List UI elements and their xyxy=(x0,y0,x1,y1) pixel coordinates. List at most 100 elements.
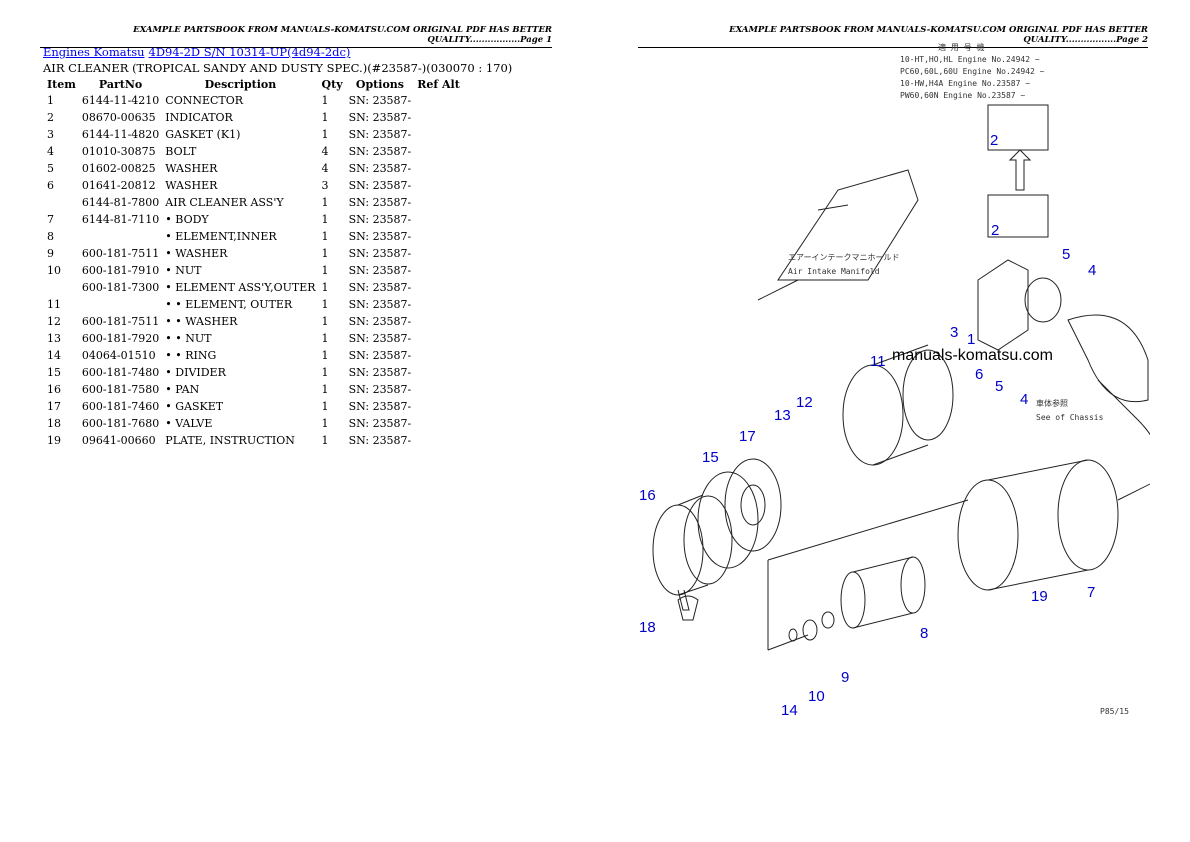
callout-2: 2 xyxy=(990,132,998,149)
options-cell: SN: 23587- xyxy=(348,94,412,107)
column-header: Description xyxy=(204,78,277,91)
options-cell: SN: 23587- xyxy=(348,145,412,158)
qty-cell: 1 xyxy=(321,94,329,107)
qty-cell: 1 xyxy=(321,383,329,396)
callout-19: 19 xyxy=(1031,588,1048,605)
qty-cell: 1 xyxy=(321,196,329,209)
description-cell: • • RING xyxy=(165,349,217,362)
breadcrumb-link-engines[interactable]: Engines Komatsu xyxy=(43,45,145,59)
description-cell: • GASKET xyxy=(165,400,224,413)
item-cell: 5 xyxy=(47,162,54,175)
partno-cell: 04064-01510 xyxy=(81,349,156,362)
breadcrumb-link-model[interactable]: 4D94-2D S/N 10314-UP(4d94-2dc) xyxy=(148,45,351,59)
qty-cell: 1 xyxy=(321,349,329,362)
refalt-cell xyxy=(414,279,463,296)
description-cell: CONNECTOR xyxy=(165,94,244,107)
options-cell: SN: 23587- xyxy=(348,298,412,311)
description-cell: • • WASHER xyxy=(165,315,238,328)
description-cell: • ELEMENT ASS'Y,OUTER xyxy=(165,281,316,294)
item-cell xyxy=(44,194,79,211)
item-cell: 17 xyxy=(47,400,61,413)
item-cell: 12 xyxy=(47,315,61,328)
callout-17: 17 xyxy=(739,428,756,445)
partno-cell: 01641-20812 xyxy=(81,179,156,192)
qty-cell: 1 xyxy=(321,281,329,294)
partno-cell: 600-181-7920 xyxy=(81,332,160,345)
item-cell: 11 xyxy=(47,298,61,311)
refalt-cell xyxy=(414,109,463,126)
column-header: PartNo xyxy=(98,78,143,91)
column-header: Qty xyxy=(321,78,343,91)
description-cell: • VALVE xyxy=(165,417,213,430)
partno-cell: 01010-30875 xyxy=(81,145,156,158)
partno-cell: 6144-11-4210 xyxy=(81,94,160,107)
partno-cell: 6144-11-4820 xyxy=(81,128,160,141)
qty-cell: 1 xyxy=(321,400,329,413)
column-header: Options xyxy=(355,78,404,91)
refalt-cell xyxy=(414,398,463,415)
watermark: manuals-komatsu.com xyxy=(892,347,1053,364)
parts-diagram: 適 用 号 機10-HT,HO,HL Engine No.24942 ~PC60… xyxy=(639,42,1150,719)
partno-cell: 600-181-7680 xyxy=(81,417,160,430)
item-cell xyxy=(44,279,79,296)
callout-5: 5 xyxy=(995,378,1003,395)
description-cell: WASHER xyxy=(165,179,218,192)
callout-14: 14 xyxy=(781,702,798,719)
intake-label-jp: エアーインテークマニホールド xyxy=(788,253,900,262)
options-cell: SN: 23587- xyxy=(348,230,412,243)
partno-cell: 600-181-7910 xyxy=(81,264,160,277)
callout-6: 6 xyxy=(975,366,983,383)
partno-cell: 600-181-7511 xyxy=(81,315,160,328)
description-cell: AIR CLEANER ASS'Y xyxy=(165,196,284,209)
qty-cell: 1 xyxy=(321,298,329,311)
item-cell: 13 xyxy=(47,332,61,345)
options-cell: SN: 23587- xyxy=(348,111,412,124)
item-cell: 18 xyxy=(47,417,61,430)
callout-16: 16 xyxy=(639,487,656,504)
refalt-cell xyxy=(414,364,463,381)
callout-2: 2 xyxy=(991,222,999,239)
callout-15: 15 xyxy=(702,449,719,466)
options-cell: SN: 23587- xyxy=(348,315,412,328)
partno-cell: 600-181-7480 xyxy=(81,366,160,379)
qty-cell: 1 xyxy=(321,332,329,345)
applicability-line: 10-HW,H4A Engine No.23587 ~ xyxy=(900,79,1030,88)
options-cell: SN: 23587- xyxy=(348,400,412,413)
options-cell: SN: 23587- xyxy=(348,128,412,141)
partno-cell xyxy=(79,296,162,313)
column-header: Item xyxy=(47,78,76,91)
callout-3: 3 xyxy=(950,324,958,341)
item-cell: 2 xyxy=(47,111,54,124)
refalt-cell xyxy=(414,262,463,279)
description-cell: PLATE, INSTRUCTION xyxy=(165,434,295,447)
callout-12: 12 xyxy=(796,394,813,411)
qty-cell: 4 xyxy=(321,145,329,158)
item-cell: 9 xyxy=(47,247,54,260)
refalt-cell xyxy=(414,296,463,313)
options-cell: SN: 23587- xyxy=(348,179,412,192)
applicability-line: 10-HT,HO,HL Engine No.24942 ~ xyxy=(900,55,1040,64)
options-cell: SN: 23587- xyxy=(348,162,412,175)
intake-label-en: Air Intake Manifold xyxy=(788,267,880,276)
item-cell: 4 xyxy=(47,145,54,158)
item-cell: 1 xyxy=(47,94,54,107)
qty-cell: 1 xyxy=(321,247,329,260)
options-cell: SN: 23587- xyxy=(348,281,412,294)
qty-cell: 1 xyxy=(321,230,329,243)
chassis-label-en: See of Chassis xyxy=(1036,413,1104,422)
description-cell: • DIVIDER xyxy=(165,366,226,379)
qty-cell: 1 xyxy=(321,366,329,379)
description-cell: • PAN xyxy=(165,383,200,396)
